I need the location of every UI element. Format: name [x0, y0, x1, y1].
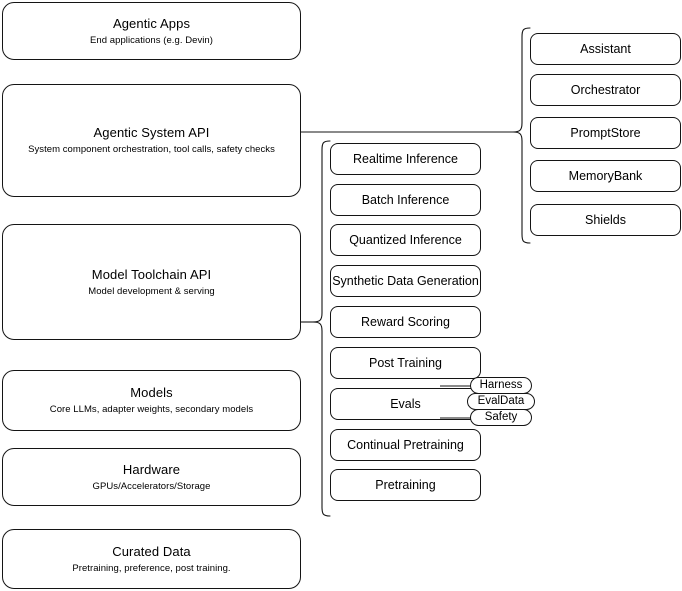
layer-subtitle: GPUs/Accelerators/Storage [92, 480, 211, 492]
capability-label: Batch Inference [361, 192, 450, 207]
component-label: Shields [585, 212, 626, 227]
capability-continual-pretraining[interactable]: Continual Pretraining [330, 429, 481, 461]
layer-model-toolchain-api[interactable]: Model Toolchain API Model development & … [2, 224, 301, 340]
capability-post-training[interactable]: Post Training [330, 347, 481, 379]
system-api-connector [301, 24, 536, 250]
eval-pill-label: EvalData [477, 395, 525, 407]
layer-hardware[interactable]: Hardware GPUs/Accelerators/Storage [2, 448, 301, 506]
capability-batch-inference[interactable]: Batch Inference [330, 184, 481, 216]
layer-title: Agentic Apps [112, 15, 191, 31]
layer-title: Hardware [122, 461, 181, 477]
capability-synthetic-data-generation[interactable]: Synthetic Data Generation [330, 265, 481, 297]
component-assistant[interactable]: Assistant [530, 33, 681, 65]
capability-reward-scoring[interactable]: Reward Scoring [330, 306, 481, 338]
layer-subtitle: Model development & serving [88, 285, 215, 297]
layer-subtitle: Pretraining, preference, post training. [72, 562, 231, 574]
capability-label: Reward Scoring [361, 314, 450, 329]
eval-pill-label: Safety [484, 411, 518, 423]
capability-quantized-inference[interactable]: Quantized Inference [330, 224, 481, 256]
layer-agentic-system-api[interactable]: Agentic System API System component orch… [2, 84, 301, 197]
layer-subtitle: System component orchestration, tool cal… [28, 144, 275, 155]
layer-title: Curated Data [112, 543, 191, 559]
component-label: MemoryBank [568, 168, 643, 183]
capability-label: Realtime Inference [353, 151, 458, 166]
component-label: PromptStore [570, 125, 641, 140]
component-label: Orchestrator [570, 82, 641, 97]
layer-models[interactable]: Models Core LLMs, adapter weights, secon… [2, 370, 301, 431]
layer-title: Models [130, 385, 173, 400]
layer-title: Agentic System API [93, 125, 210, 140]
component-memorybank[interactable]: MemoryBank [530, 160, 681, 192]
eval-pill-evaldata[interactable]: EvalData [467, 393, 535, 410]
layer-title: Model Toolchain API [91, 266, 212, 282]
eval-pill-safety[interactable]: Safety [470, 409, 532, 426]
capability-label: Synthetic Data Generation [332, 273, 479, 288]
component-orchestrator[interactable]: Orchestrator [530, 74, 681, 106]
capability-label: Continual Pretraining [347, 437, 464, 452]
capability-realtime-inference[interactable]: Realtime Inference [330, 143, 481, 175]
layer-agentic-apps[interactable]: Agentic Apps End applications (e.g. Devi… [2, 2, 301, 60]
capability-label: Evals [390, 396, 421, 411]
component-shields[interactable]: Shields [530, 204, 681, 236]
layer-curated-data[interactable]: Curated Data Pretraining, preference, po… [2, 529, 301, 589]
layer-subtitle: End applications (e.g. Devin) [90, 34, 213, 46]
component-label: Assistant [580, 41, 631, 56]
capability-pretraining[interactable]: Pretraining [330, 469, 481, 501]
eval-pill-label: Harness [479, 379, 523, 391]
toolchain-api-connector [296, 136, 346, 526]
eval-pill-harness[interactable]: Harness [470, 377, 532, 394]
capability-label: Quantized Inference [349, 232, 462, 247]
layer-subtitle: Core LLMs, adapter weights, secondary mo… [49, 404, 254, 415]
capability-label: Post Training [369, 355, 442, 370]
component-promptstore[interactable]: PromptStore [530, 117, 681, 149]
capability-evals[interactable]: Evals [330, 388, 481, 420]
capability-label: Pretraining [375, 477, 436, 492]
